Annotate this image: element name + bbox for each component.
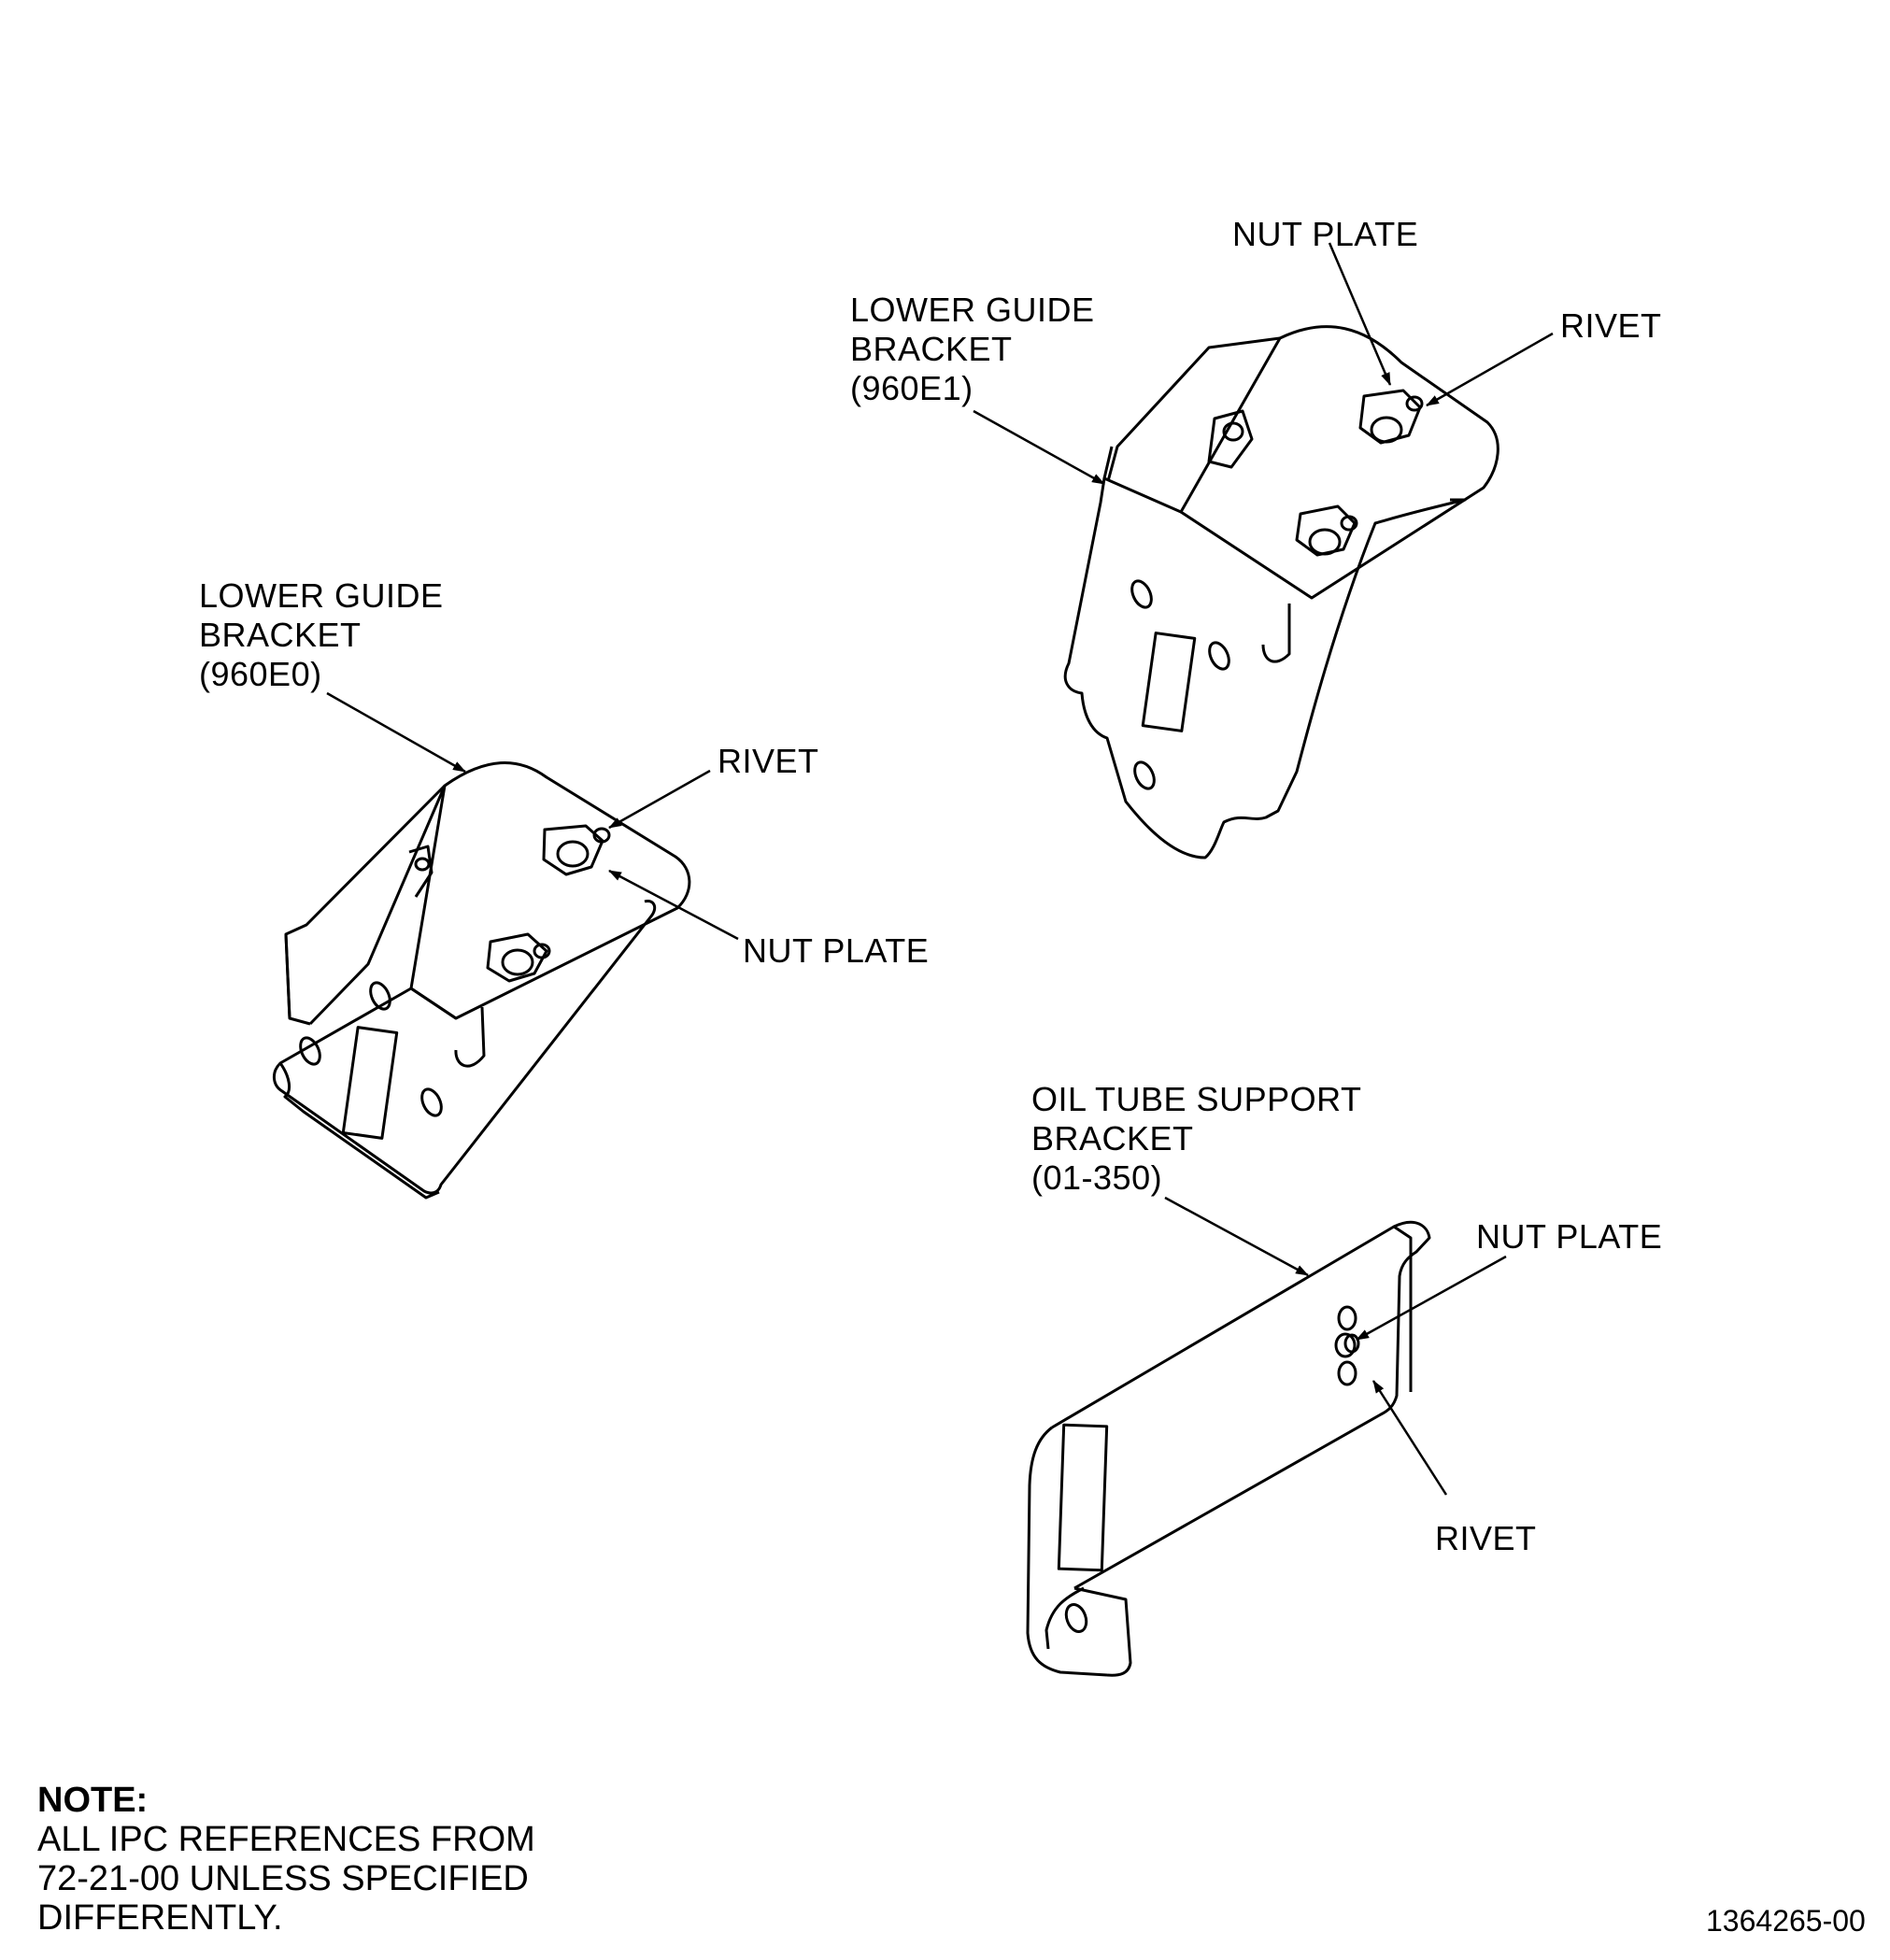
label-line: BRACKET: [199, 616, 362, 654]
label-nut-plate-oil-tube: NUT PLATE: [1476, 1217, 1663, 1256]
label-line: BRACKET: [850, 330, 1013, 368]
note-line: 72-21-00 UNLESS SPECIFIED: [37, 1859, 529, 1898]
label-line: LOWER GUIDE: [199, 576, 444, 615]
label-line: BRACKET: [1031, 1119, 1194, 1158]
label-nut-plate-e1: NUT PLATE: [1232, 215, 1419, 253]
lower-guide-bracket-960e1: [1063, 325, 1499, 859]
label-nut-plate-e0: NUT PLATE: [743, 931, 930, 970]
label-lower-guide-bracket-960e1: LOWER GUIDE BRACKET (960E1): [850, 291, 1095, 408]
label-rivet-e0: RIVET: [718, 742, 819, 780]
oil-tube-support-bracket: [1026, 1220, 1431, 1677]
lower-guide-bracket-960e0: [273, 761, 691, 1200]
note-block: NOTE: ALL IPC REFERENCES FROM 72-21-00 U…: [37, 1781, 535, 1938]
label-rivet-oil-tube: RIVET: [1435, 1519, 1537, 1557]
label-rivet-e1: RIVET: [1560, 306, 1662, 345]
leader-lines: [326, 242, 1554, 1496]
label-oil-tube-support-bracket: OIL TUBE SUPPORT BRACKET (01-350): [1031, 1080, 1361, 1198]
note-line: DIFFERENTLY.: [37, 1898, 283, 1938]
note-line: ALL IPC REFERENCES FROM: [37, 1820, 535, 1859]
label-line: (960E1): [850, 369, 973, 407]
note-heading: NOTE:: [37, 1781, 149, 1820]
label-line: LOWER GUIDE: [850, 291, 1095, 329]
figure-number: 1364265-00: [1706, 1904, 1866, 1938]
label-lower-guide-bracket-960e0: LOWER GUIDE BRACKET (960E0): [199, 576, 444, 694]
label-line: (960E0): [199, 655, 322, 693]
label-line: OIL TUBE SUPPORT: [1031, 1080, 1362, 1118]
label-line: (01-350): [1031, 1158, 1163, 1197]
